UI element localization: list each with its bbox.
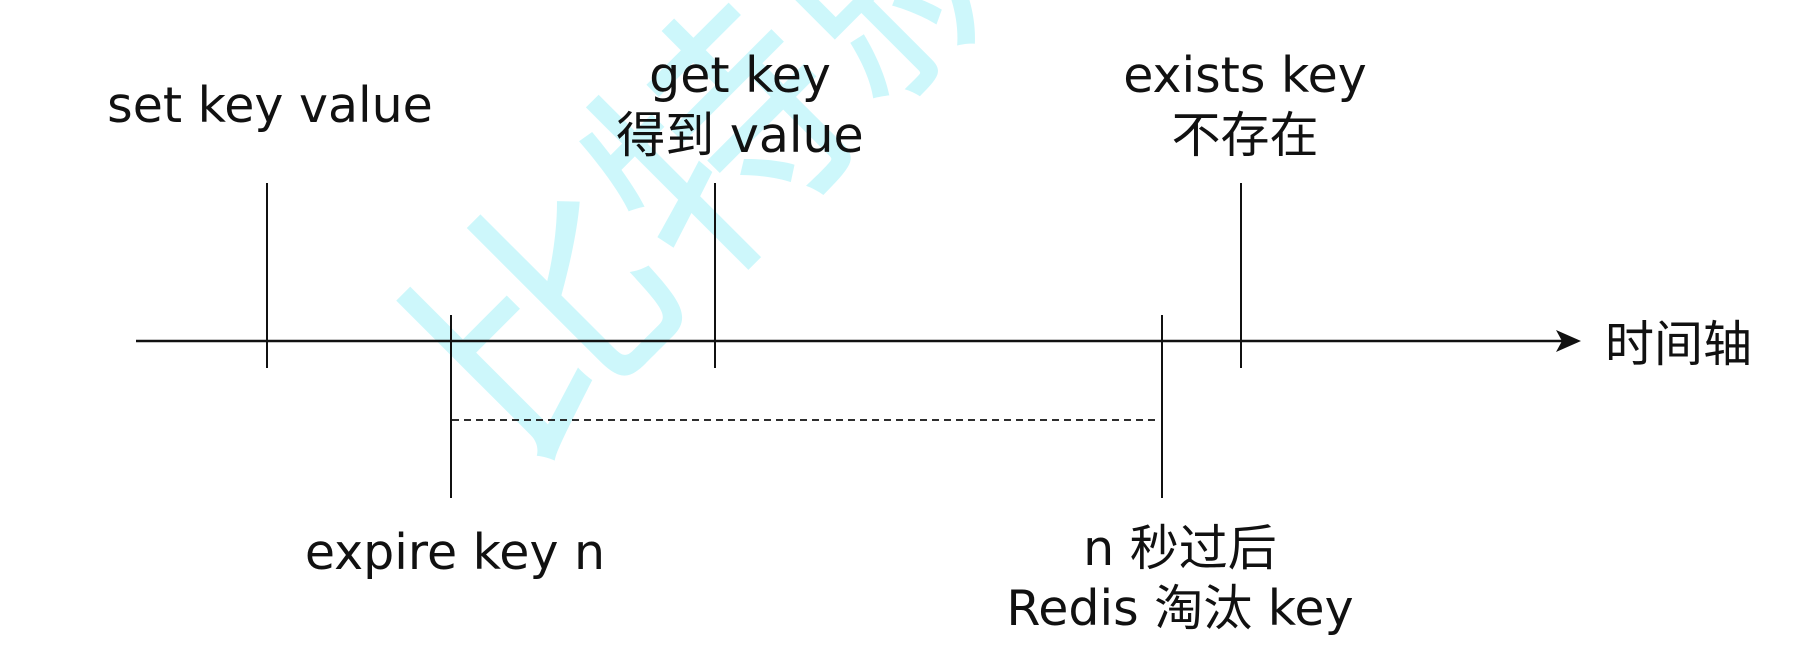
exists-event-label: exists key 不存在 xyxy=(1095,46,1395,166)
get-event-label: get key 得到 value xyxy=(570,46,910,166)
get-event-line2: 得到 value xyxy=(616,107,864,164)
exists-event-line1: exists key xyxy=(1123,47,1367,104)
eviction-event-line1: n 秒过后 xyxy=(1083,520,1277,577)
get-event-line1: get key xyxy=(649,47,831,104)
time-axis-label: 时间轴 xyxy=(1605,315,1805,375)
eviction-event-line2: Redis 淘汰 key xyxy=(1006,580,1354,637)
time-axis-text: 时间轴 xyxy=(1605,316,1753,373)
exists-event-line2: 不存在 xyxy=(1171,107,1319,164)
eviction-event-label: n 秒过后 Redis 淘汰 key xyxy=(960,519,1400,639)
set-event-text: set key value xyxy=(107,77,433,134)
time-axis-arrowhead xyxy=(1556,330,1581,352)
expire-event-label: expire key n xyxy=(280,523,630,583)
expire-event-text: expire key n xyxy=(304,524,606,581)
set-event-label: set key value xyxy=(80,76,460,136)
